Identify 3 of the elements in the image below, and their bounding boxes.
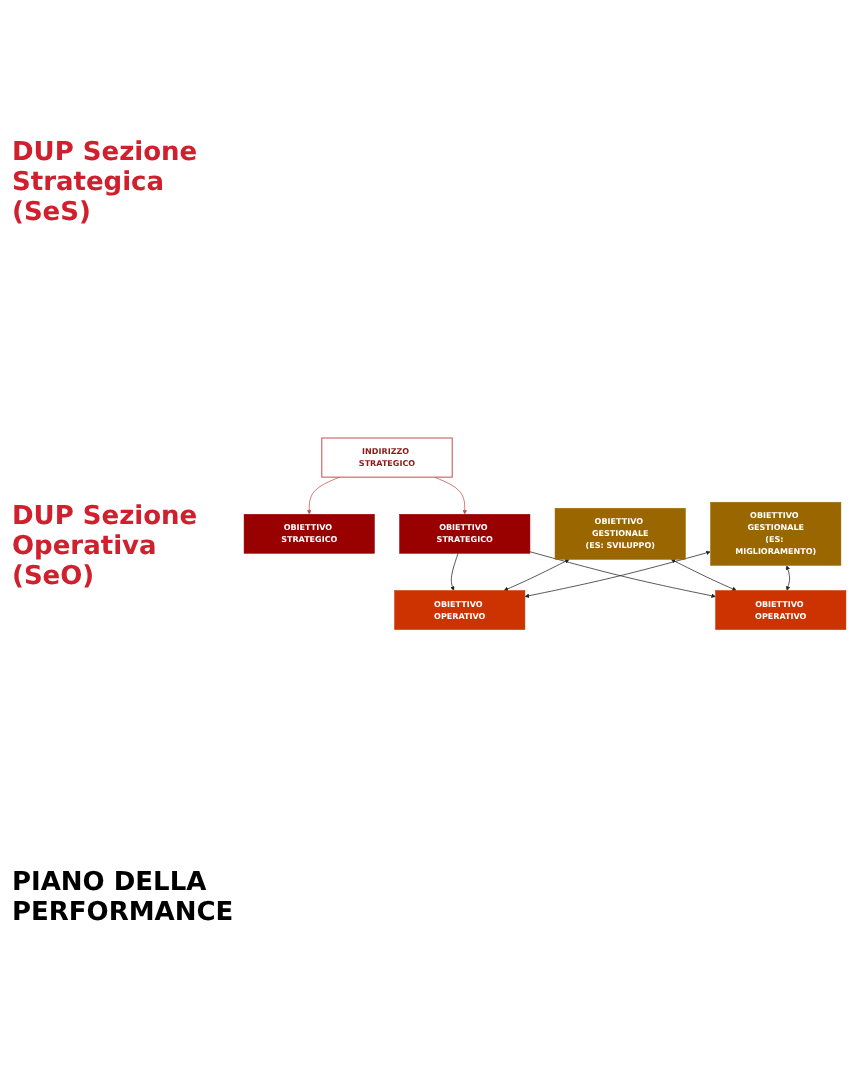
section-label: DUP Sezione Strategica (SeS) xyxy=(12,137,200,228)
section-label: PIANO DELLA PERFORMANCE xyxy=(12,868,236,929)
section-label: DUP Sezione Operativa (SeO) xyxy=(12,502,200,593)
